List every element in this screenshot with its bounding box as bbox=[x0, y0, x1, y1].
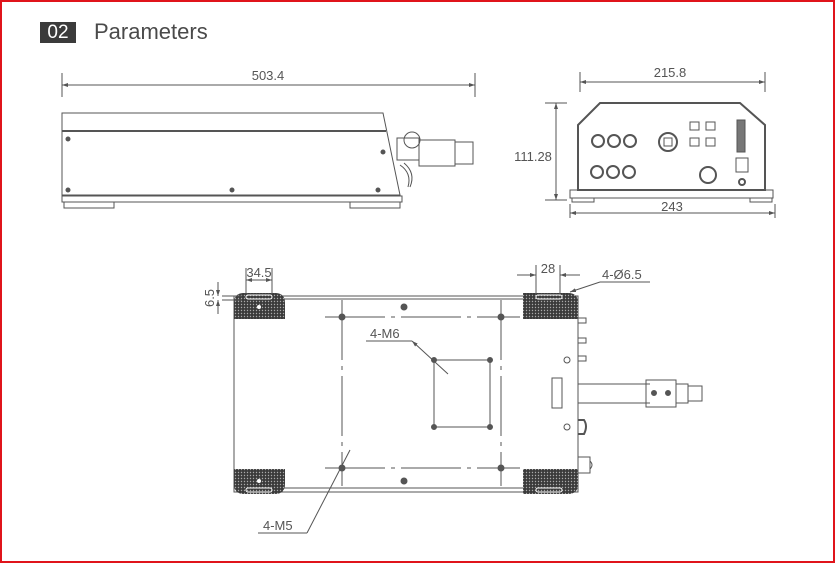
bottom-view bbox=[216, 265, 703, 534]
side-view bbox=[61, 73, 476, 209]
section-number-badge: 02 bbox=[40, 22, 76, 43]
foot-pad bbox=[523, 293, 578, 319]
dim-front-width-top: 215.8 bbox=[654, 65, 687, 80]
dim-front-height: 111.28 bbox=[514, 149, 552, 164]
label-thread-m6: 4-M6 bbox=[370, 326, 400, 341]
dim-side-length: 503.4 bbox=[252, 68, 285, 83]
section-title: Parameters bbox=[94, 19, 208, 44]
label-thread-m5: 4-M5 bbox=[263, 518, 293, 533]
dim-mount-holes: 4-Ø6.5 bbox=[602, 267, 642, 282]
dim-pad-width: 34.5 bbox=[246, 265, 271, 280]
dim-pad-slot: 28 bbox=[541, 261, 555, 276]
foot-pad bbox=[523, 469, 578, 494]
dim-pad-offset: 6.5 bbox=[202, 289, 217, 307]
front-view bbox=[545, 72, 776, 218]
dim-front-width-base: 243 bbox=[661, 199, 683, 214]
